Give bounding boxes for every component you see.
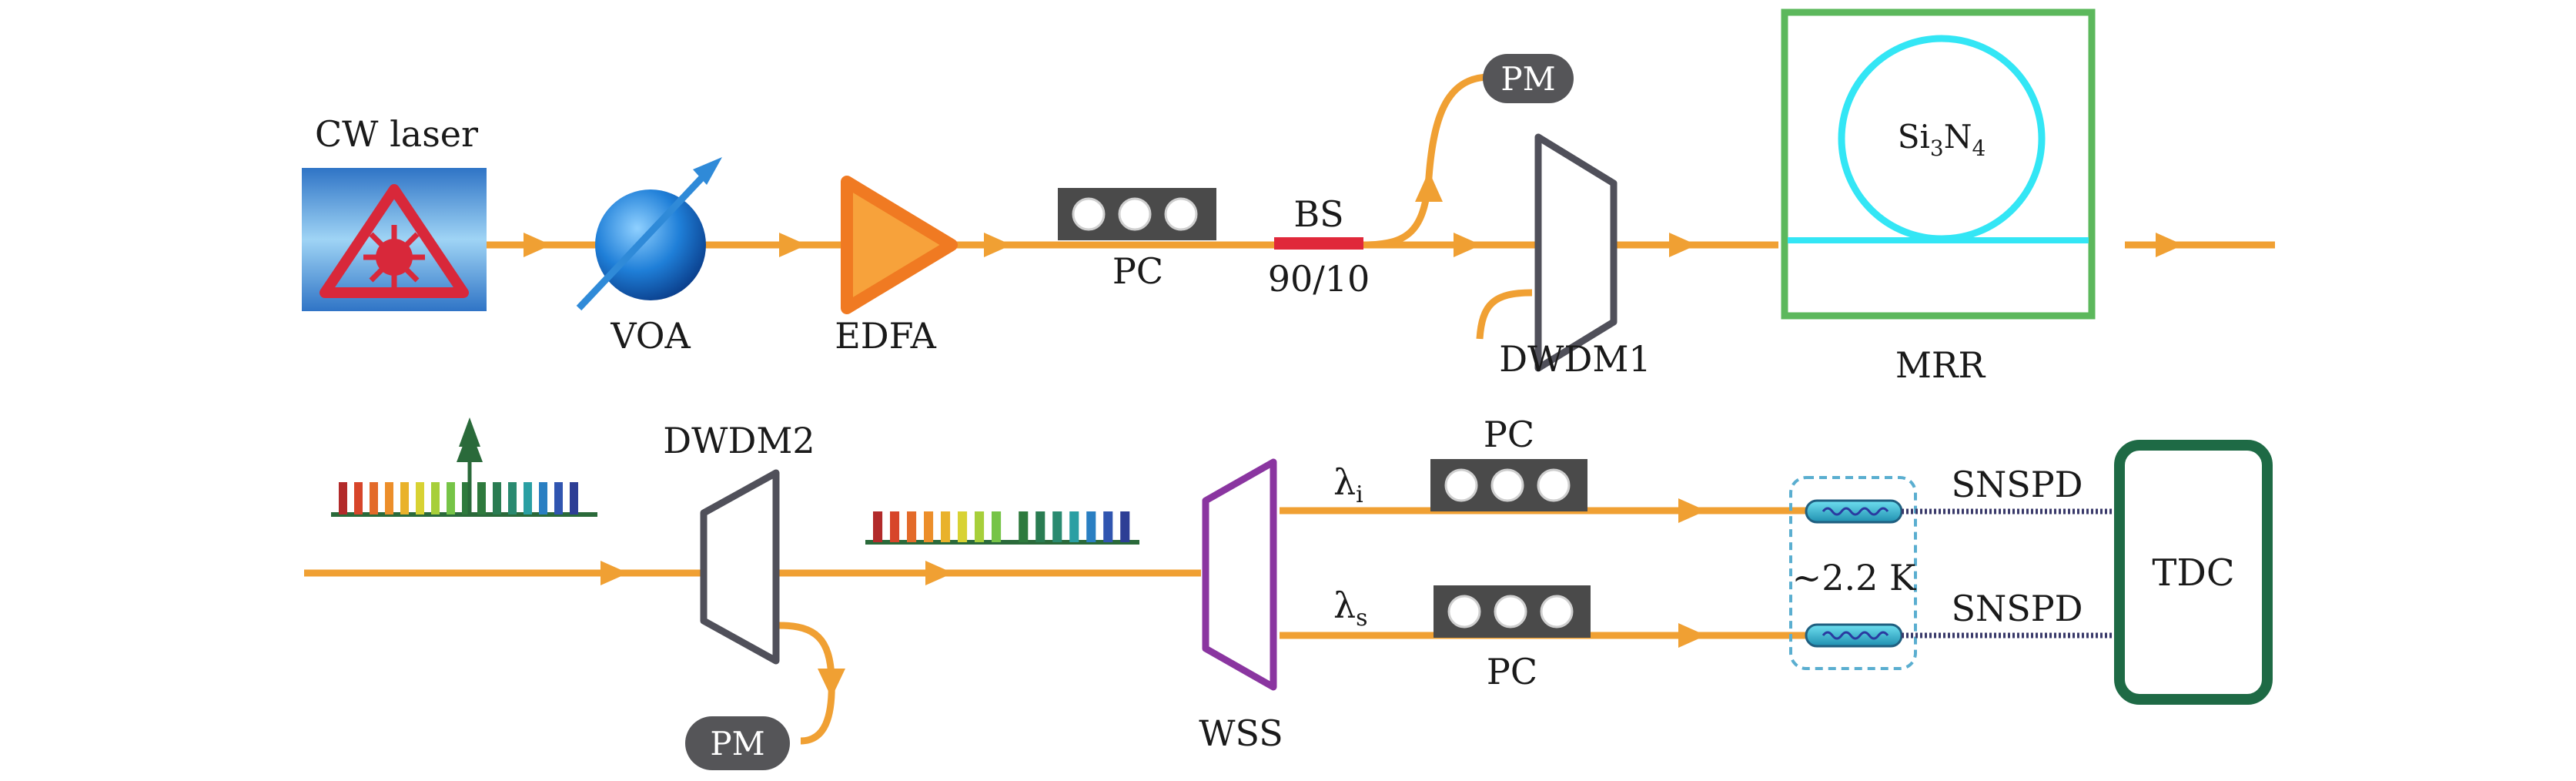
arrow-voa-edfa	[779, 233, 807, 257]
power-meter-bottom: PM	[685, 716, 790, 770]
input-frequency-comb	[331, 417, 597, 517]
dwdm1: DWDM1	[1499, 133, 1651, 380]
arrow-laser-voa	[524, 233, 551, 257]
comb-line	[447, 482, 455, 515]
comb-line	[1052, 511, 1062, 542]
comb-line	[493, 482, 501, 515]
comb-line	[370, 482, 378, 515]
comb-line	[975, 511, 985, 542]
comb-line	[890, 511, 900, 542]
comb-line	[1019, 511, 1029, 542]
top-arrows	[524, 171, 2183, 257]
cryostat: ~2.2 K	[1789, 476, 1917, 670]
cw-laser-label: CW laser	[315, 113, 478, 155]
output-frequency-comb	[865, 511, 1139, 545]
dwdm1-label: DWDM1	[1499, 338, 1651, 380]
comb-line	[400, 482, 409, 515]
comb-line	[941, 511, 951, 542]
temperature-label: ~2.2 K	[1792, 557, 1917, 598]
comb-line	[477, 482, 486, 515]
arrow-edfa-pc	[984, 233, 1012, 257]
pc-top-label: PC	[1112, 250, 1163, 292]
frequency-comb-icon	[873, 511, 1130, 542]
comb-line	[1086, 511, 1096, 542]
pm-top-label: PM	[1500, 60, 1555, 98]
comb-line	[1120, 511, 1130, 542]
beam-splitter: BS 90/10	[1268, 193, 1370, 300]
arrow-tap-pm	[1415, 171, 1443, 202]
tdc: TDC	[2114, 440, 2273, 705]
comb-line	[462, 482, 470, 515]
comb-line	[992, 511, 1002, 542]
snspd-signal-lines	[1902, 508, 2131, 639]
comb-line	[354, 482, 363, 515]
comb-line	[570, 482, 578, 515]
lambda-signal-label: λs	[1333, 585, 1368, 632]
bs-label: BS	[1293, 193, 1343, 235]
comb-line	[524, 482, 532, 515]
edfa-label: EDFA	[835, 315, 936, 357]
polarization-controller-idler: PC	[1430, 414, 1587, 511]
comb-line	[385, 482, 393, 515]
comb-line	[958, 511, 968, 542]
polarization-controller-signal: PC	[1434, 585, 1591, 692]
voa: VOA	[576, 157, 722, 357]
dwdm2-label: DWDM2	[663, 420, 815, 461]
arrow-dwdm1-mrr	[1669, 233, 1697, 257]
variable-attenuator-icon	[595, 189, 706, 300]
nanowire-detector-icon	[1805, 499, 1903, 524]
pm-bottom-label: PM	[710, 725, 764, 763]
polarization-controller-top: PC	[1058, 188, 1216, 292]
power-meter-top: PM	[1483, 54, 1574, 103]
comb-line	[539, 482, 547, 515]
mrr-material-label: Si3N4	[1898, 118, 1986, 161]
microring-resonator: Si3N4 MRR	[1781, 8, 2096, 386]
tdc-label: TDC	[2152, 551, 2234, 595]
pc-signal-label: PC	[1487, 651, 1537, 692]
arrow-mrr-out	[2156, 233, 2183, 257]
comb-line	[873, 511, 883, 542]
comb-line	[431, 482, 440, 515]
dwdm2: DWDM2	[663, 420, 815, 665]
comb-line	[416, 482, 424, 515]
comb-line	[1035, 511, 1045, 542]
frequency-comb-icon	[339, 482, 578, 515]
snspd-signal-label: SNSPD	[1951, 588, 2083, 629]
amplifier-triangle-icon	[841, 176, 958, 314]
nanowire-detector-icon	[1805, 623, 1903, 648]
wss-label: WSS	[1199, 712, 1283, 754]
comb-line	[1103, 511, 1113, 542]
wss: WSS	[1199, 458, 1283, 754]
voa-label: VOA	[610, 315, 691, 357]
comb-line	[508, 482, 517, 515]
comb-line	[907, 511, 917, 542]
cw-laser: CW laser	[302, 113, 487, 311]
edfa: EDFA	[835, 176, 958, 357]
mrr-label: MRR	[1895, 344, 1986, 386]
snspd-idler-label: SNSPD	[1951, 464, 2083, 505]
laser-warning-icon	[319, 184, 469, 298]
comb-line	[339, 482, 347, 515]
comb-line	[924, 511, 934, 542]
bottom-arrows	[601, 498, 1706, 698]
pc-idler-label: PC	[1484, 414, 1534, 455]
comb-line	[554, 482, 563, 515]
arrow-bs-dwdm1	[1454, 233, 1481, 257]
lambda-idler-label: λi	[1333, 461, 1363, 508]
bs-ratio-label: 90/10	[1268, 258, 1370, 300]
comb-line	[1069, 511, 1079, 542]
top-fiber-line	[487, 73, 2275, 340]
